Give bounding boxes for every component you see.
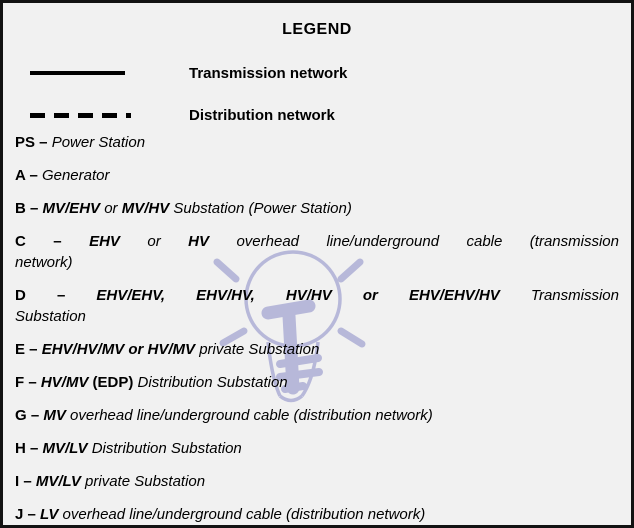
legend-content: LEGEND Transmission network Distribution… [3, 20, 631, 525]
light-bulb-watermark-icon [213, 250, 366, 403]
entry-segment: (EDP) [92, 374, 134, 391]
bulb-base [276, 354, 323, 393]
legend-entry-line: I – MV/LV private Substation [15, 471, 619, 492]
legend-title: LEGEND [282, 21, 352, 38]
entry-segment: C – [15, 233, 90, 250]
distribution-line-icon [30, 112, 131, 118]
legend-entry: I – MV/LV private Substation [15, 471, 619, 492]
entry-segment: HV [188, 233, 210, 250]
legend-entry-line: E – EHV/HV/MV or HV/MV private Substatio… [15, 339, 619, 360]
legend-entry: D – EHV/EHV, EHV/HV, HV/HV or EHV/EHV/HV… [15, 285, 619, 327]
distribution-network-row: Distribution network [15, 105, 619, 125]
entry-segment: F – [15, 374, 41, 391]
legend-entry: H – MV/LV Distribution Substation [15, 438, 619, 459]
entry-segment: G – [15, 407, 44, 424]
legend-entry-line: Substation [15, 306, 619, 327]
entry-segment: Power Station [51, 134, 146, 151]
entry-segment: HV/MV [40, 374, 89, 391]
dashed-line-sample [30, 112, 131, 118]
entry-segment: A – [15, 167, 42, 184]
entry-segment: EHV/HV/MV or HV/MV [41, 341, 196, 358]
entry-segment: EHV [89, 233, 120, 250]
entry-segment: MV/HV [121, 200, 170, 217]
legend-entry-line: C – EHV or HV overhead line/underground … [15, 231, 619, 252]
entry-segment: Substation [15, 308, 86, 325]
legend-entry: J – LV overhead line/underground cable (… [15, 504, 619, 525]
entry-segment: EHV/EHV, EHV/HV, HV/HV or EHV/EHV/HV [96, 287, 500, 304]
solid-line-sample [30, 71, 131, 75]
entry-segment: Distribution Substation [87, 440, 242, 457]
legend-entry: PS – Power Station [15, 132, 619, 153]
entry-segment: B – [15, 200, 43, 217]
bulb-rays [213, 258, 366, 348]
entry-segment: or [119, 233, 189, 250]
entry-segment: Substation (Power Station) [169, 200, 352, 217]
entry-segment: MV/LV [42, 440, 88, 457]
entry-segment: MV/EHV [42, 200, 101, 217]
entry-segment: D – [15, 287, 97, 304]
entry-segment: network) [15, 254, 73, 271]
legend-entry-line: H – MV/LV Distribution Substation [15, 438, 619, 459]
transmission-network-row: Transmission network [15, 63, 619, 83]
legend-entry-line: PS – Power Station [15, 132, 619, 153]
entry-segment: overhead line/underground cable (distrib… [65, 407, 433, 424]
legend-entry: B – MV/EHV or MV/HV Substation (Power St… [15, 198, 619, 219]
entry-segment: private Substation [195, 341, 320, 358]
entry-segment: overhead line/underground cable (transmi… [209, 233, 619, 250]
entry-segment: private Substation [80, 473, 206, 490]
entry-segment: MV/LV [35, 473, 81, 490]
entry-segment: PS – [15, 134, 52, 151]
entry-segment: I – [15, 473, 36, 490]
entry-segment: LV [40, 506, 59, 523]
entry-segment: MV [43, 407, 66, 424]
legend-entry: E – EHV/HV/MV or HV/MV private Substatio… [15, 339, 619, 360]
transmission-network-label: Transmission network [189, 64, 348, 82]
legend-entry: C – EHV or HV overhead line/underground … [15, 231, 619, 273]
legend-entry-line: J – LV overhead line/underground cable (… [15, 504, 619, 525]
entry-segment: J – [15, 506, 41, 523]
entry-segment: Generator [41, 167, 110, 184]
legend-entry-line: G – MV overhead line/underground cable (… [15, 405, 619, 426]
legend-entry: A – Generator [15, 165, 619, 186]
entry-segment: Transmission [499, 287, 619, 304]
legend-entry-line: A – Generator [15, 165, 619, 186]
legend-entry: G – MV overhead line/underground cable (… [15, 405, 619, 426]
legend-entry-list: PS – Power Station A – Generator B – MV/EH… [15, 132, 619, 525]
legend-entry-line: F – HV/MV (EDP) Distribution Substation [15, 372, 619, 393]
legend-entry-line: network) [15, 252, 619, 273]
entry-segment: E – [15, 341, 42, 358]
legend-entry: F – HV/MV (EDP) Distribution Substation [15, 372, 619, 393]
entry-segment: Distribution Substation [133, 374, 288, 391]
entry-segment: H – [15, 440, 43, 457]
legend-entry-line: D – EHV/EHV, EHV/HV, HV/HV or EHV/EHV/HV… [15, 285, 619, 306]
entry-segment: overhead line/underground cable (distrib… [58, 506, 426, 523]
legend-entry-line: B – MV/EHV or MV/HV Substation (Power St… [15, 198, 619, 219]
transmission-line-icon [30, 71, 125, 75]
entry-segment: or [100, 200, 122, 217]
distribution-network-label: Distribution network [189, 106, 335, 124]
